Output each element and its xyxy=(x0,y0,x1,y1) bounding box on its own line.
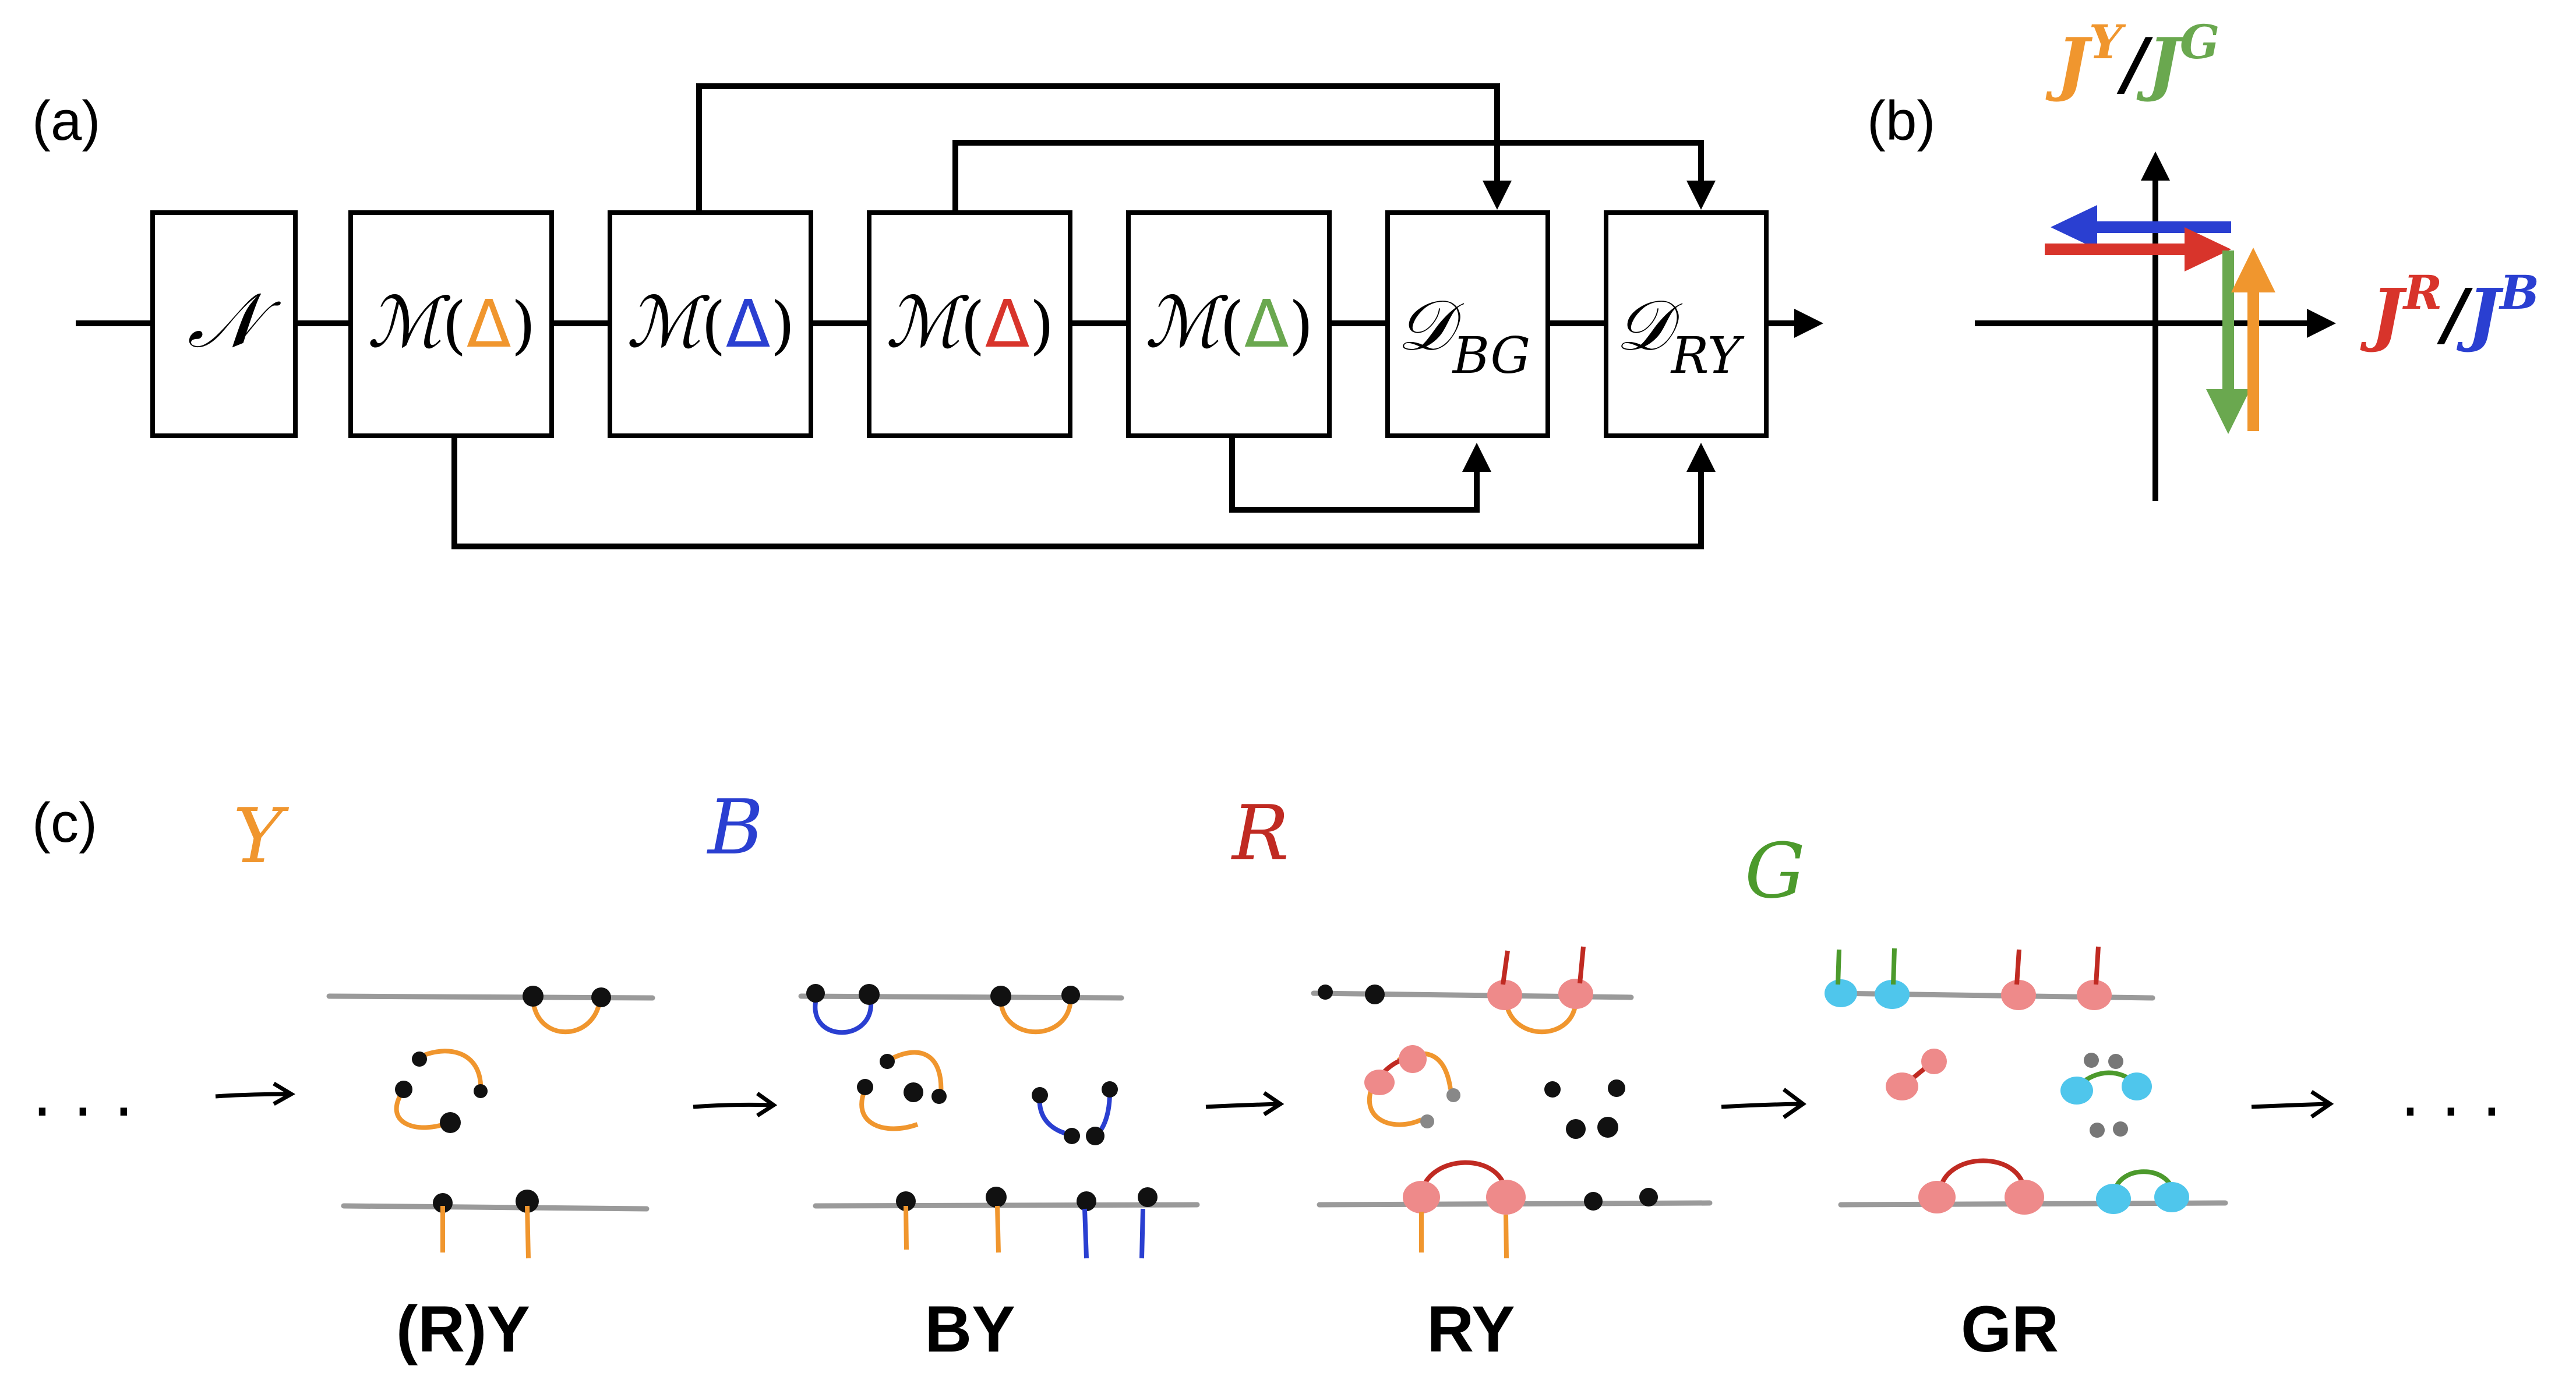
measure-box-2: ℳ(Δ) xyxy=(608,210,813,438)
transition-arrow-5 xyxy=(2251,1090,2334,1119)
stage-gr xyxy=(1825,946,2228,1215)
current-arrow-green xyxy=(2206,250,2250,434)
measure-expr-4: ℳ(Δ) xyxy=(1145,283,1313,364)
transition-arrow-3 xyxy=(1205,1091,1285,1116)
delta-red: Δ xyxy=(985,287,1030,362)
transition-arrow-2 xyxy=(693,1092,778,1117)
round-letter-r: R xyxy=(1231,789,1289,877)
panel-a-label: (a) xyxy=(32,90,100,152)
delta-yellow: Δ xyxy=(467,287,511,362)
stage-title-ry-initial: (R)Y xyxy=(396,1293,530,1366)
measure-box-3: ℳ(Δ) xyxy=(867,210,1072,438)
panel-b: (b) JY/JG JR/JB xyxy=(1867,15,2539,501)
panel-a: (a) 𝒩 ℳ(Δ) ℳ(Δ) ℳ xyxy=(32,83,1823,549)
decoder-box-ry: 𝒟RY xyxy=(1604,210,1769,438)
panel-b-label: (b) xyxy=(1867,90,1935,152)
current-arrow-blue xyxy=(2051,205,2231,249)
stage-ry xyxy=(1311,946,1713,1259)
wire-m2-to-dbg xyxy=(696,83,1512,213)
panel-c-label: (c) xyxy=(32,792,97,854)
measure-box-4: ℳ(Δ) xyxy=(1126,210,1332,438)
current-arrow-yellow xyxy=(2231,248,2275,431)
wire-m3-to-dry xyxy=(952,140,1716,213)
decoder-box-bg: 𝒟BG xyxy=(1385,210,1550,438)
boundary-bottom xyxy=(813,1202,1200,1209)
vertical-axis-label: JY/JG xyxy=(2045,15,2219,104)
panel-c: (c) Y B R G . . . . . . xyxy=(32,783,2502,1366)
end-ellipsis: . . . xyxy=(2400,1056,2502,1131)
stage-by xyxy=(798,984,1200,1259)
transition-arrow-4 xyxy=(1721,1088,1806,1119)
horizontal-axis-label: JR/JB xyxy=(2360,265,2539,354)
decoder-ry-label: 𝒟RY xyxy=(1615,285,1745,385)
measure-box-1: ℳ(Δ) xyxy=(348,210,554,438)
stage-ry-initial xyxy=(326,986,655,1259)
wire-m1-to-dry xyxy=(451,436,1716,549)
wire-m4-to-dbg xyxy=(1229,436,1491,513)
stage-title-by: BY xyxy=(924,1293,1015,1366)
transition-arrow-1 xyxy=(215,1081,295,1106)
measure-expr-3: ℳ(Δ) xyxy=(885,283,1054,364)
delta-green: Δ xyxy=(1244,287,1289,362)
stage-title-ry: RY xyxy=(1427,1293,1515,1366)
start-ellipsis: . . . xyxy=(32,1056,134,1131)
round-letter-b: B xyxy=(707,783,764,872)
round-letter-g: G xyxy=(1745,827,1805,915)
delta-blue: Δ xyxy=(726,287,771,362)
current-arrow-red xyxy=(2045,227,2231,271)
boundary-bottom xyxy=(341,1203,650,1212)
measure-expr-1: ℳ(Δ) xyxy=(367,283,535,364)
stage-title-gr: GR xyxy=(1961,1293,2059,1366)
measure-expr-2: ℳ(Δ) xyxy=(626,283,795,364)
round-letter-y: Y xyxy=(233,792,290,880)
noise-box: 𝒩 xyxy=(150,210,298,438)
